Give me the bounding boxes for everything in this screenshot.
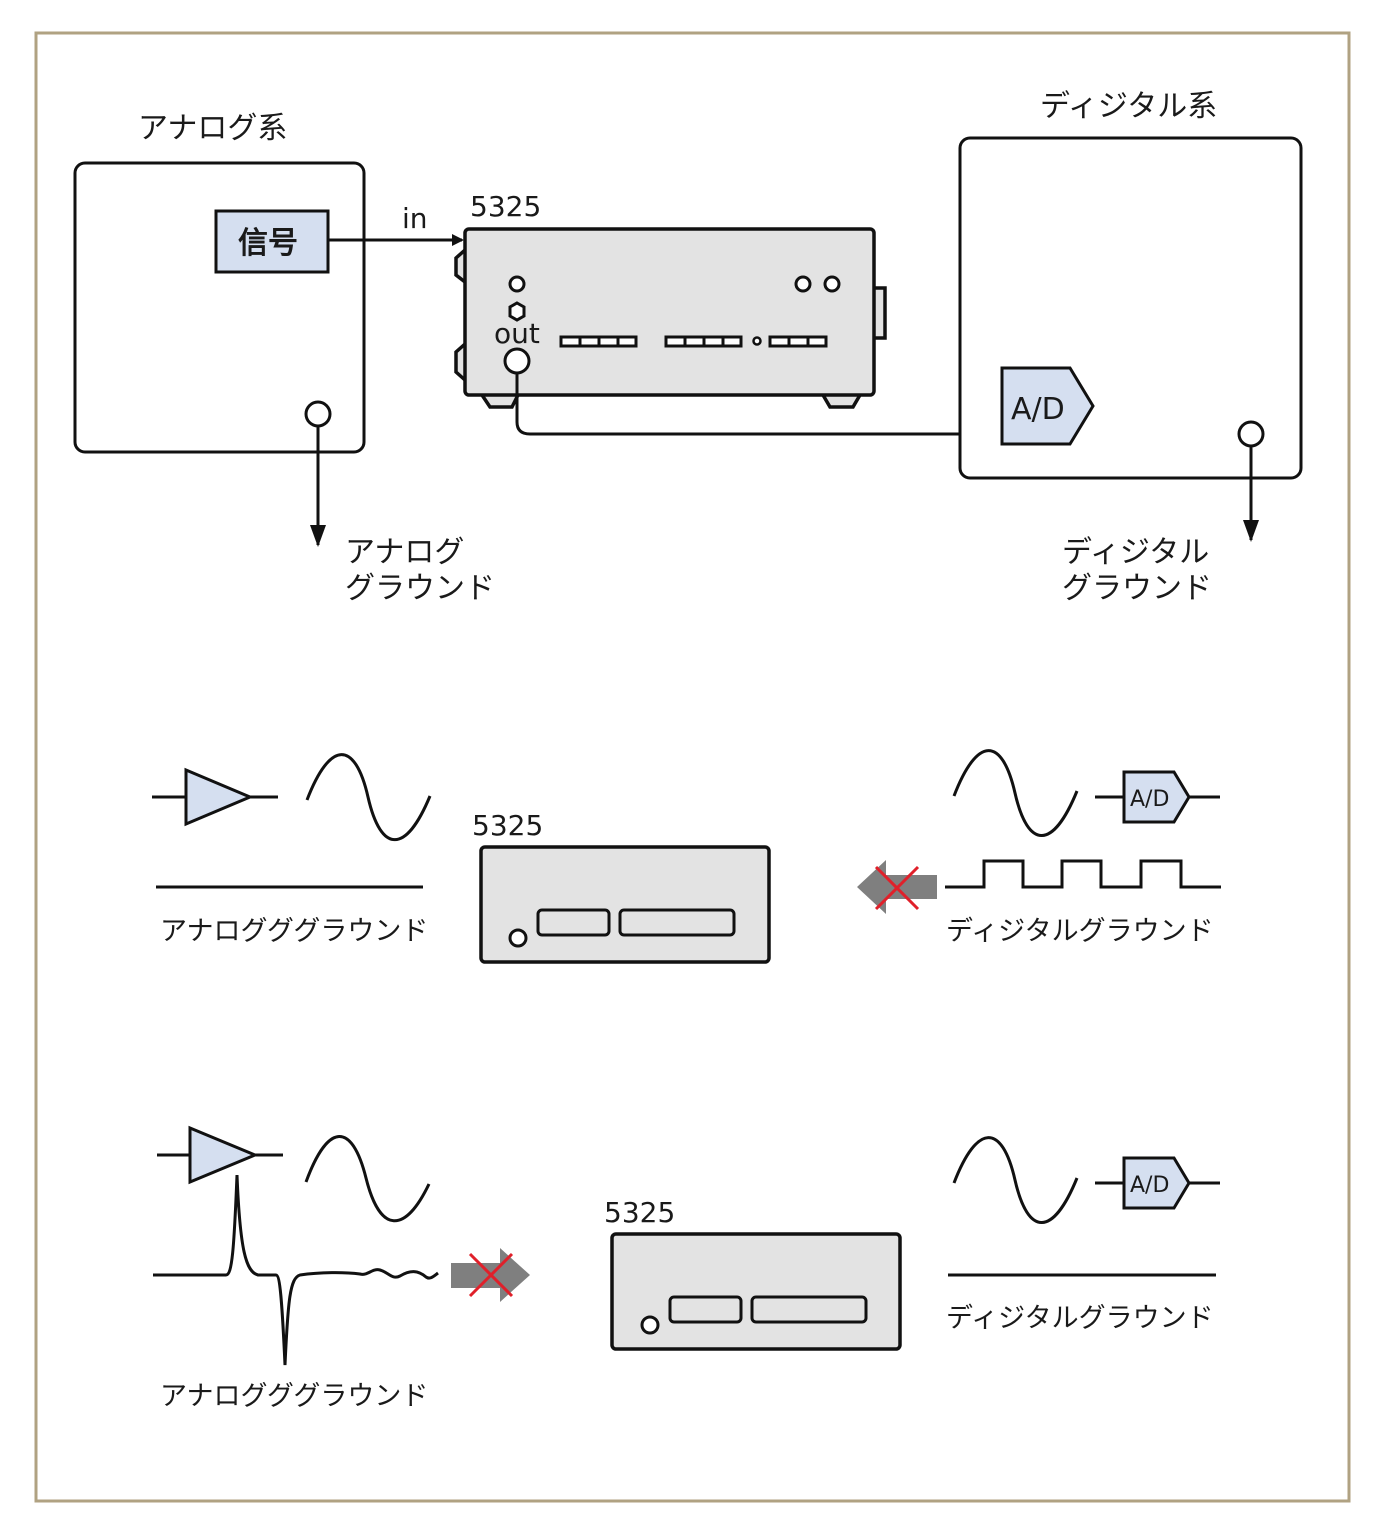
device-foot-right xyxy=(821,394,862,409)
device-indicator xyxy=(508,275,526,293)
analog-system-title: アナログ系 xyxy=(138,111,287,146)
signal-block xyxy=(214,209,330,274)
device-indicator xyxy=(640,1315,660,1335)
digital-sine-wave xyxy=(952,1136,1079,1224)
ad-label: A/D xyxy=(1011,392,1065,427)
device-handle-left-top xyxy=(454,248,467,284)
ad-label: A/D xyxy=(1130,1173,1169,1198)
device-handle-left-bottom xyxy=(454,342,467,382)
middle-section: アナログググラウンド 5325 A/D ディジタルグラウンド xyxy=(152,749,1221,964)
device-hex-knob xyxy=(508,301,526,322)
ad-converter-block xyxy=(1122,1156,1191,1210)
display-segment-1 xyxy=(559,335,638,348)
ad-label: A/D xyxy=(1130,787,1169,812)
device-foot-left xyxy=(480,394,520,409)
out-label: out xyxy=(494,317,540,350)
output-cable xyxy=(515,373,1002,436)
device-body xyxy=(463,227,876,397)
amplifier-icon xyxy=(188,1125,259,1185)
display-dot xyxy=(752,336,762,346)
digital-system-title: ディジタル系 xyxy=(1040,89,1217,124)
noisy-analog-ground-line xyxy=(153,1174,439,1366)
digital-sine-wave xyxy=(952,749,1079,837)
analog-sine-wave xyxy=(305,753,432,841)
ad-converter-block xyxy=(1000,366,1095,446)
out-connector xyxy=(503,347,531,375)
blocked-noise-arrow xyxy=(857,860,937,914)
signal-label: 信号 xyxy=(238,226,298,261)
outer-frame xyxy=(34,31,1351,1503)
device-model-label: 5325 xyxy=(604,1196,675,1229)
display-segment-3 xyxy=(768,335,828,348)
blocked-noise-arrow xyxy=(451,1248,530,1302)
analog-sine-wave xyxy=(304,1135,431,1223)
analog-ground-terminal xyxy=(304,400,332,428)
device-slot-2 xyxy=(750,1295,868,1324)
ad-converter-block xyxy=(1122,770,1191,824)
device-model-label: 5325 xyxy=(470,190,541,223)
device-model-label: 5325 xyxy=(472,809,543,842)
top-section: アナログ系 信号 in アナログ グラウンド 5325 out xyxy=(73,89,1303,606)
device-indicator xyxy=(508,928,528,948)
analog-ground-label-2: グラウンド xyxy=(345,571,495,606)
device-knob-1 xyxy=(794,275,812,293)
in-label: in xyxy=(402,202,428,235)
bottom-section: アナログググラウンド 5325 A/D ディジタルグラウンド xyxy=(153,1125,1220,1412)
device-slot-1 xyxy=(668,1295,743,1324)
amplifier-icon xyxy=(184,767,254,827)
analog-ground-label-1: アナログ xyxy=(345,535,464,570)
device-knob-2 xyxy=(823,275,841,293)
digital-ground-label-2: グラウンド xyxy=(1062,571,1212,606)
digital-ground-label-1: ディジタル xyxy=(1062,535,1209,570)
device-slot-2 xyxy=(618,908,736,937)
analog-ground-label: アナログググラウンド xyxy=(160,916,428,947)
digital-square-wave xyxy=(945,859,1221,889)
display-segment-2 xyxy=(664,335,743,348)
digital-ground-label: ディジタルグラウンド xyxy=(946,916,1214,947)
device-slot-1 xyxy=(536,908,611,937)
analog-ground-label: アナログググラウンド xyxy=(160,1381,428,1412)
digital-ground-label: ディジタルグラウンド xyxy=(946,1303,1214,1334)
digital-ground-terminal xyxy=(1237,420,1265,448)
